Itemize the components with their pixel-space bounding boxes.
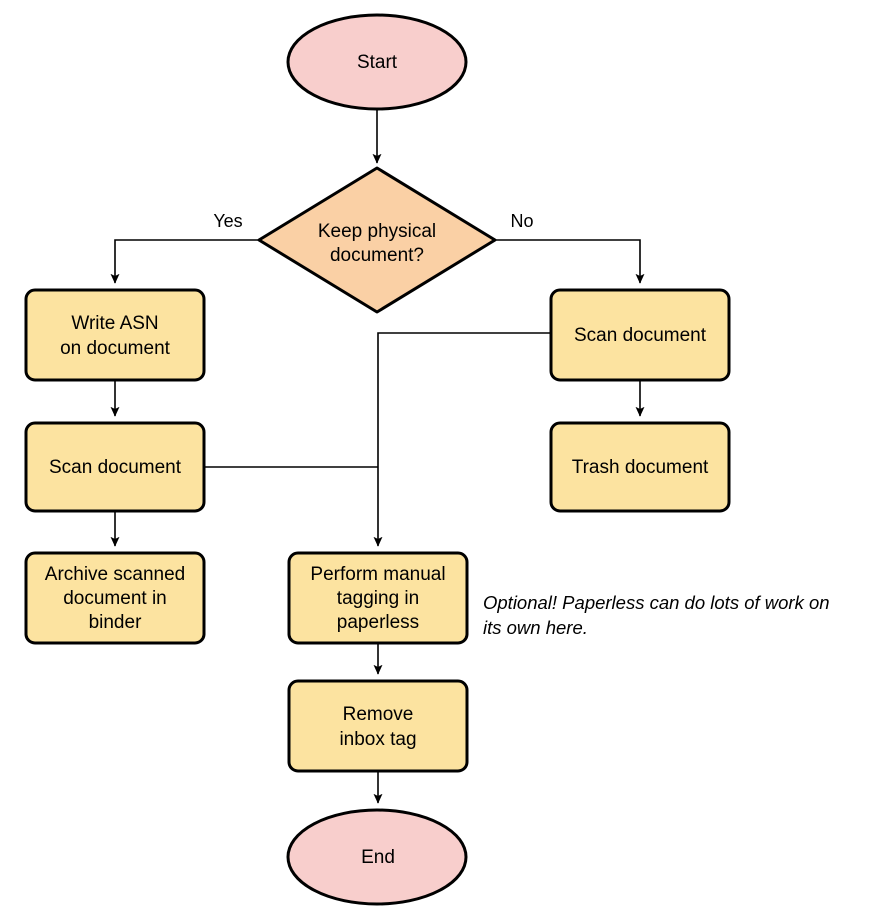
- optional-note-line-2: its own here.: [483, 617, 588, 638]
- edge-decision-no: [495, 239, 645, 284]
- scan-document-right-label: Scan document: [574, 325, 707, 346]
- write-asn-box-shape: [24, 288, 206, 382]
- node-perform-manual-tagging[interactable]: Perform manual tagging in paperless: [287, 551, 469, 645]
- node-write-asn-on-document[interactable]: Write ASN on document: [24, 288, 206, 382]
- start-label: Start: [357, 52, 398, 73]
- decision-diamond-shape: [257, 166, 497, 314]
- manual-tagging-label-line-3: paperless: [337, 612, 419, 633]
- node-scan-document-left[interactable]: Scan document: [24, 421, 206, 513]
- scan-document-left-box-shape: [24, 421, 206, 513]
- node-start[interactable]: Start: [286, 13, 468, 111]
- edge-label-layer: Yes No: [213, 211, 533, 231]
- end-ellipse-shape: [286, 808, 468, 906]
- manual-tagging-box-shape: [287, 551, 469, 645]
- optional-note-line-1: Optional! Paperless can do lots of work …: [483, 592, 830, 613]
- edge-layer: [110, 109, 645, 804]
- manual-tagging-label-line-1: Perform manual: [310, 564, 445, 585]
- remove-inbox-tag-label-line-1: Remove: [343, 704, 414, 725]
- node-remove-inbox-tag[interactable]: Remove inbox tag: [287, 679, 469, 773]
- node-scan-document-right[interactable]: Scan document: [549, 288, 731, 382]
- node-trash-document[interactable]: Trash document: [549, 421, 731, 513]
- node-decision-keep-physical-document[interactable]: Keep physical document?: [257, 166, 497, 314]
- remove-inbox-tag-label-line-2: inbox tag: [339, 729, 416, 750]
- edge-decision-yes: [110, 239, 259, 284]
- remove-inbox-tag-box-shape: [287, 679, 469, 773]
- edge-scan-right-to-manual-tagging: [373, 332, 551, 547]
- write-asn-label-line-1: Write ASN: [71, 313, 158, 334]
- decision-label-line-1: Keep physical: [318, 221, 436, 242]
- annotation-optional-note: Optional! Paperless can do lots of work …: [483, 592, 830, 638]
- end-label: End: [361, 847, 395, 868]
- archive-binder-label-line-3: binder: [89, 612, 142, 633]
- node-archive-scanned-document-in-binder[interactable]: Archive scanned document in binder: [24, 551, 206, 645]
- archive-binder-label-line-1: Archive scanned: [45, 564, 185, 585]
- start-ellipse-shape: [286, 13, 468, 111]
- archive-binder-box-shape: [24, 551, 206, 645]
- node-end[interactable]: End: [286, 808, 468, 906]
- scan-document-left-label: Scan document: [49, 457, 182, 478]
- edge-label-no: No: [510, 211, 533, 231]
- trash-document-box-shape: [549, 421, 731, 513]
- decision-label-line-2: document?: [330, 245, 424, 266]
- trash-document-label: Trash document: [572, 457, 709, 478]
- edge-label-yes: Yes: [213, 211, 242, 231]
- archive-binder-label-line-2: document in: [63, 588, 167, 609]
- manual-tagging-label-line-2: tagging in: [337, 588, 419, 609]
- write-asn-label-line-2: on document: [60, 338, 171, 359]
- scan-document-right-box-shape: [549, 288, 731, 382]
